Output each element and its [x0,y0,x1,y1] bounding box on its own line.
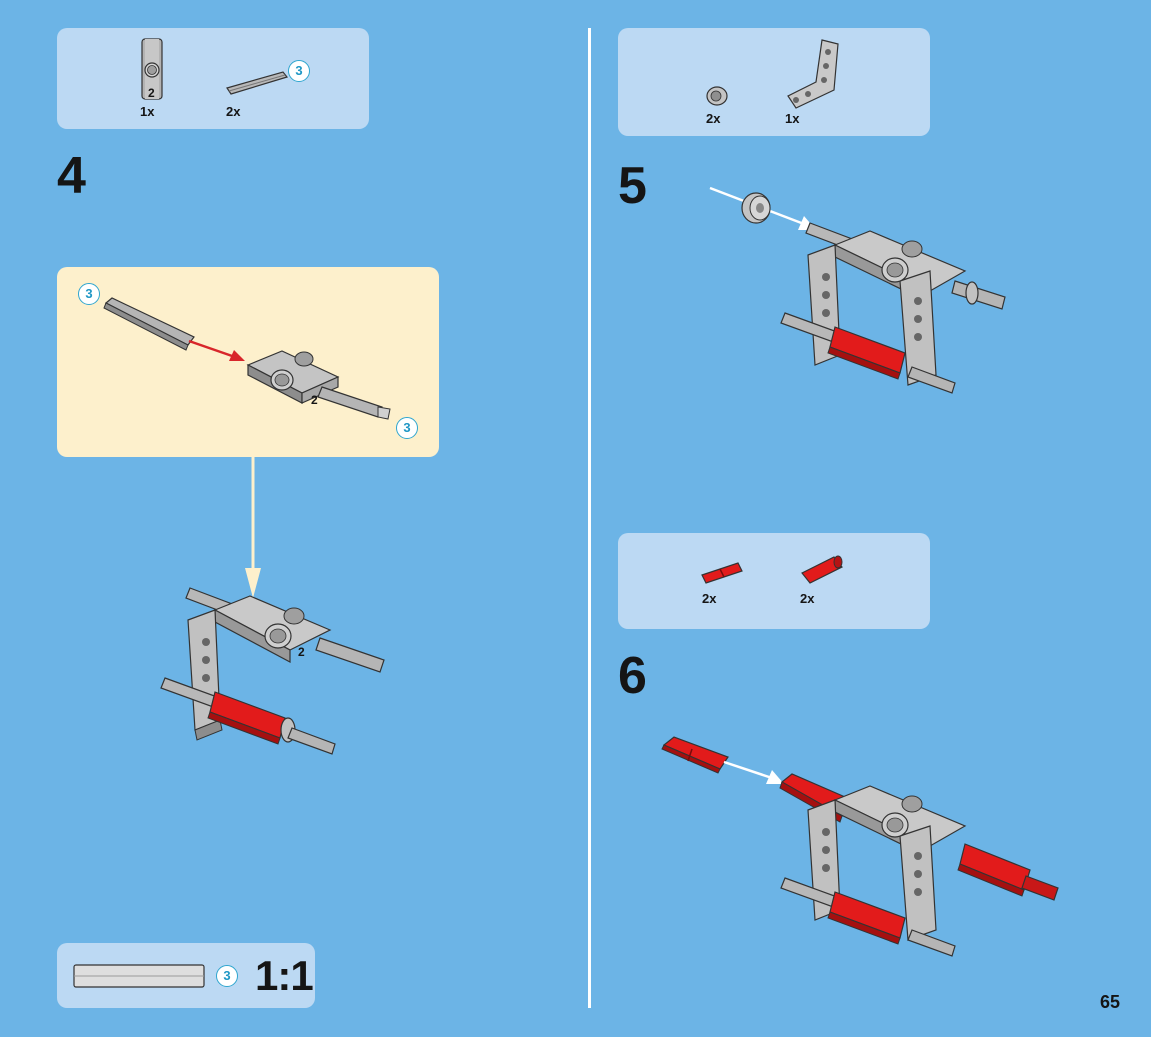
scale-length-badge: 3 [216,965,238,987]
step6-assembly-diagram [779,773,1059,957]
scale-ratio: 1:1 [255,952,314,999]
scale-axle-icon [73,964,205,988]
step6-parts-panel: 2x 2x [618,533,930,629]
step4-parts-panel: 2 1x 2x 3 [57,28,369,129]
axle-icon [226,71,289,95]
scale-reference-panel: 3 1:1 [57,943,315,1008]
step5-number: 5 [618,157,647,215]
step5-bush-part [741,192,771,224]
beam-qty: 1x [140,104,155,119]
callout-pointer-arrow [245,456,261,598]
bush-icon [706,86,728,106]
page-number: 65 [1100,992,1121,1012]
angle-beam-icon [787,39,839,109]
step6-insert-arrow [723,760,784,784]
red-axle-pin-icon [701,562,743,584]
bush-qty: 2x [706,111,721,126]
step4-callout: 3 2 3 [57,267,439,457]
step4-number: 4 [57,147,86,205]
beam-label: 2 [148,86,155,100]
axle-length-badge: 3 [288,60,310,82]
page-divider [588,28,591,1008]
step4-assembly-diagram [160,587,385,755]
step5-parts-panel: 2x 1x [618,28,930,136]
axle-qty: 2x [226,104,241,119]
red-connector-icon [801,555,843,584]
red-connector-qty: 2x [800,591,815,606]
assembly-beam-label: 2 [298,645,305,659]
callout-beam-label: 2 [311,393,318,407]
callout-axle-icon [103,297,195,351]
step5-assembly-diagram [780,222,1006,394]
step6-red-pin-part [661,736,729,774]
red-axle-pin-qty: 2x [702,591,717,606]
angle-beam-qty: 1x [785,111,800,126]
callout-badge-right: 3 [396,417,418,439]
insert-arrow-icon [188,339,245,361]
technic-beam-icon [141,38,163,100]
step6-number: 6 [618,647,647,705]
callout-beam-assembly [246,350,391,420]
callout-badge-left: 3 [78,283,100,305]
